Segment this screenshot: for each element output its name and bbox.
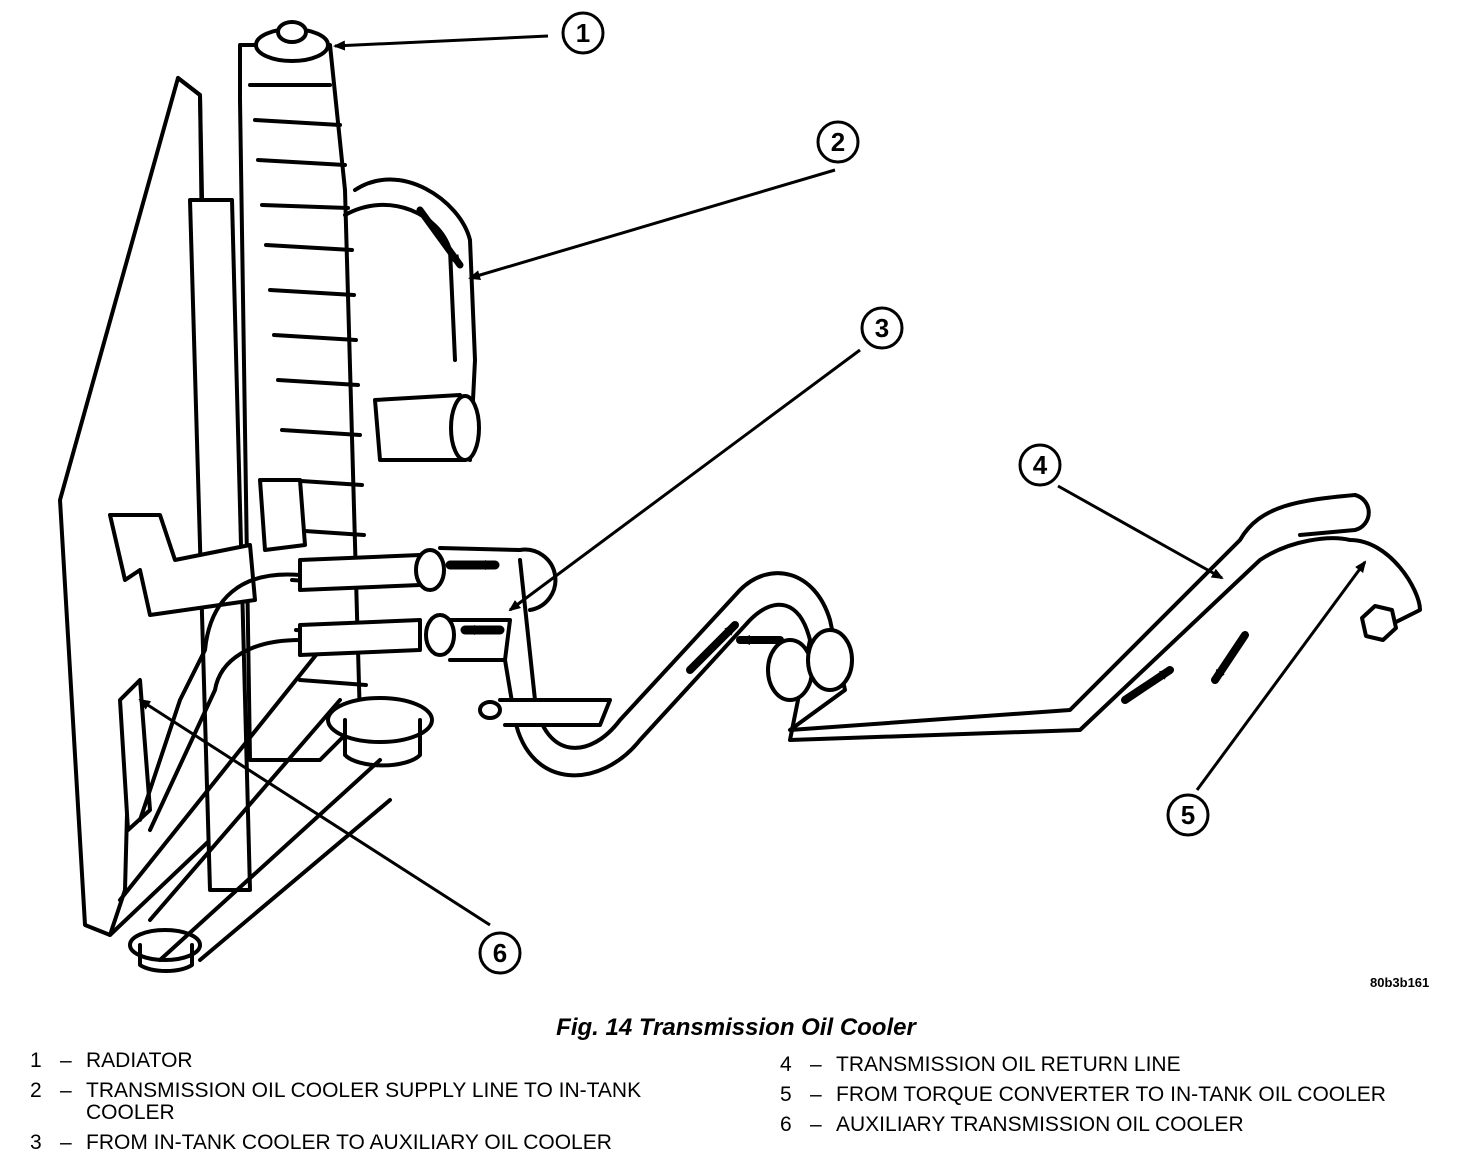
- callout-4: 4: [1018, 443, 1062, 487]
- svg-text:1: 1: [576, 18, 590, 48]
- legend-dash: –: [60, 1049, 72, 1072]
- legend-item: 1 – RADIATOR: [30, 1050, 730, 1072]
- svg-text:3: 3: [875, 313, 889, 343]
- legend-right-column: 4 – TRANSMISSION OIL RETURN LINE 5 – FRO…: [780, 1054, 1460, 1144]
- legend-text: RADIATOR: [86, 1049, 193, 1072]
- transmission-oil-cooler-diagram: 1 2 3 4 5 6: [58, 11, 1422, 975]
- callout-5: 5: [1166, 793, 1210, 837]
- legend-item: 6 – AUXILIARY TRANSMISSION OIL COOLER: [780, 1114, 1460, 1136]
- legend-left-column: 1 – RADIATOR 2 – TRANSMISSION OIL COOLER…: [30, 1050, 730, 1162]
- callout-3: 3: [860, 306, 904, 350]
- legend-text: FROM IN-TANK COOLER TO AUXILIARY OIL COO…: [86, 1131, 612, 1154]
- figure-caption: Fig. 14 Transmission Oil Cooler: [556, 1014, 916, 1041]
- legend-number: 5: [780, 1083, 792, 1106]
- legend-text: AUXILIARY TRANSMISSION OIL COOLER: [836, 1113, 1244, 1136]
- svg-text:4: 4: [1033, 450, 1048, 480]
- svg-text:2: 2: [831, 127, 845, 157]
- cooler-supply-line: [343, 177, 481, 462]
- legend-number: 6: [780, 1113, 792, 1136]
- legend-text: TRANSMISSION OIL RETURN LINE: [836, 1053, 1181, 1076]
- legend-number: 1: [30, 1049, 42, 1072]
- legend-item: 2 – TRANSMISSION OIL COOLER SUPPLY LINE …: [30, 1080, 730, 1124]
- radiator: [108, 20, 434, 962]
- legend-dash: –: [60, 1131, 72, 1154]
- callout-1: 1: [561, 11, 605, 55]
- legend-number: 3: [30, 1131, 42, 1154]
- callout-2: 2: [816, 120, 860, 164]
- svg-text:5: 5: [1181, 800, 1195, 830]
- callout-6: 6: [478, 931, 522, 975]
- legend-number: 4: [780, 1053, 792, 1076]
- legend-item: 4 – TRANSMISSION OIL RETURN LINE: [780, 1054, 1460, 1076]
- svg-text:6: 6: [493, 938, 507, 968]
- legend-text: TRANSMISSION OIL COOLER SUPPLY LINE TO I…: [86, 1079, 642, 1124]
- legend-item: 3 – FROM IN-TANK COOLER TO AUXILIARY OIL…: [30, 1132, 730, 1154]
- radiator-fittings: [298, 546, 558, 662]
- legend-dash: –: [810, 1113, 822, 1136]
- legend-text: FROM TORQUE CONVERTER TO IN-TANK OIL COO…: [836, 1083, 1386, 1106]
- auxiliary-cooler-lines: [138, 572, 302, 832]
- legend-dash: –: [60, 1079, 72, 1102]
- legend-dash: –: [810, 1083, 822, 1106]
- legend-item: 5 – FROM TORQUE CONVERTER TO IN-TANK OIL…: [780, 1084, 1460, 1106]
- transmission-lines: [478, 493, 1422, 778]
- legend-dash: –: [810, 1053, 822, 1076]
- image-code: 80b3b161: [1370, 975, 1430, 990]
- legend-number: 2: [30, 1079, 42, 1102]
